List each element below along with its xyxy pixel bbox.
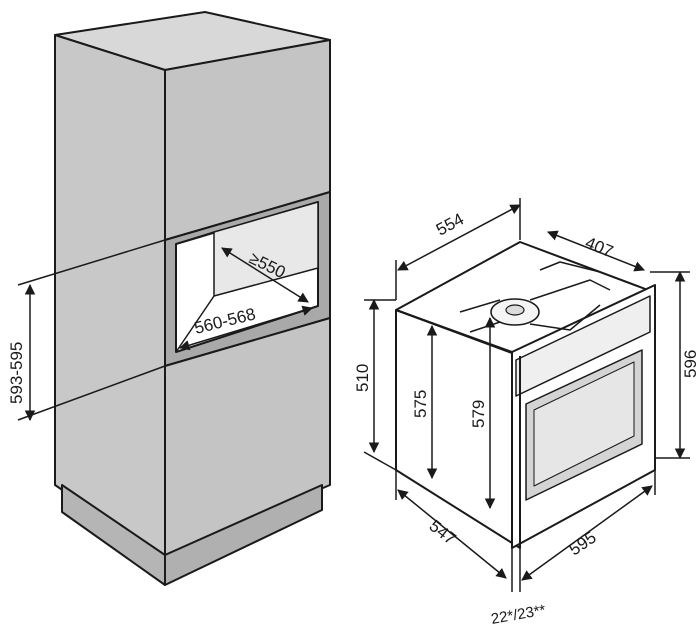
- label-inner-b: 579: [469, 400, 488, 428]
- dim-ext-line-bottom: [17, 365, 166, 421]
- cabinet-dimensions: [17, 239, 314, 422]
- oven-drawing: [395, 241, 656, 549]
- label-right-height: 596: [681, 350, 700, 378]
- dim-arrow-top-width: [547, 230, 645, 272]
- label-top-depth: 554: [433, 209, 467, 239]
- oven-top-burner-center: [505, 304, 525, 316]
- oven-dimensions: [363, 198, 690, 592]
- label-bottom-depth: 547: [426, 516, 460, 548]
- dim-arrow-bottom-width: [521, 485, 653, 581]
- label-inner-a: 575: [411, 390, 430, 418]
- oven-door-window-inner: [533, 361, 635, 487]
- oven-control-strip: [515, 295, 651, 397]
- dim-arrow-width-opening: [178, 305, 314, 351]
- dim-arrow-top-depth: [397, 204, 521, 271]
- dim-ext-left-bottom: [363, 451, 397, 471]
- dim-arrow-bottom-depth: [397, 489, 507, 579]
- label-height-opening: 593-595: [7, 342, 26, 404]
- dim-ext-line-top: [17, 239, 166, 286]
- cabinet-drawing: [54, 11, 331, 586]
- cabinet-plinth-front: [164, 484, 323, 586]
- cabinet-left-side: [54, 34, 166, 561]
- dim-arrow-depth-min: [221, 247, 309, 303]
- oven-top-rack: [459, 261, 611, 333]
- label-left-height: 510: [353, 364, 372, 392]
- label-bottom-width: 595: [566, 528, 600, 560]
- label-front-offset: 22*/23**: [490, 602, 547, 628]
